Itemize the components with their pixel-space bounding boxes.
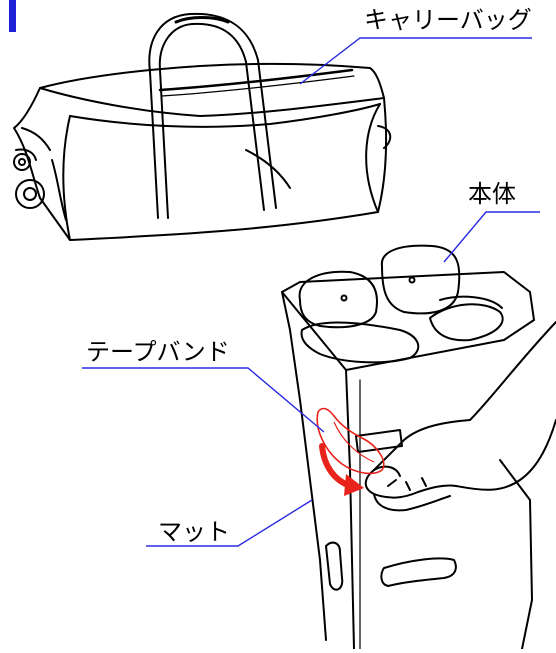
label-tape-band: テープバンド <box>86 338 230 366</box>
leader-line-main-body <box>443 211 540 263</box>
carry-bag-illustration <box>13 12 392 241</box>
curved-arrow-icon <box>319 443 364 496</box>
folded-mat-body-illustration <box>281 244 535 650</box>
leader-line-tape-band <box>82 367 325 433</box>
tape-band-outline <box>316 407 385 475</box>
label-mat: マット <box>158 518 230 546</box>
label-carry-bag: キャリーバッグ <box>364 6 532 34</box>
side-handle-left <box>325 541 344 591</box>
label-main-body: 本体 <box>468 180 516 208</box>
side-handle-front <box>380 557 457 587</box>
leader-line-mat <box>146 499 313 547</box>
hand-illustration <box>355 321 556 512</box>
tape-band-inner <box>333 421 375 463</box>
accent-bar <box>9 0 16 32</box>
leader-line-carry-bag <box>299 37 532 85</box>
